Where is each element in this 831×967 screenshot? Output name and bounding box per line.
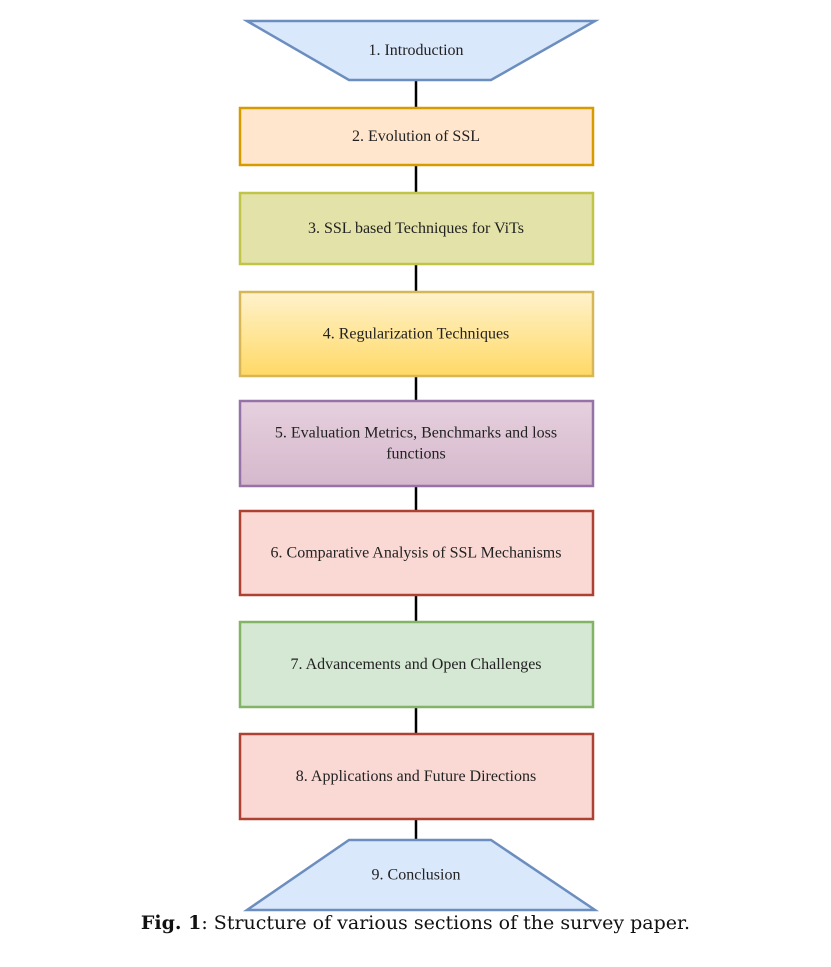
section-node-2-shape (238, 106, 595, 167)
section-node-1-shape (242, 19, 600, 82)
section-node-4-label: 4. Regularization Techniques (323, 326, 510, 343)
section-node-3-shape (238, 191, 595, 266)
section-node-9-label: 9. Conclusion (372, 867, 461, 884)
section-node-3: 3. SSL based Techniques for ViTs (238, 191, 595, 266)
section-node-5-label-line-1: 5. Evaluation Metrics, Benchmarks and lo… (275, 425, 557, 442)
section-node-2: 2. Evolution of SSL (238, 106, 595, 167)
figure-caption-text: : Structure of various sections of the s… (201, 912, 691, 934)
section-node-5-label-line-2: functions (386, 446, 446, 463)
section-node-7-shape (238, 620, 595, 709)
section-node-1-label: 1. Introduction (368, 42, 463, 59)
section-node-2-label: 2. Evolution of SSL (352, 128, 480, 145)
section-node-9: 9. Conclusion (242, 838, 600, 912)
section-node-4-shape (238, 290, 595, 378)
figure-label: Fig. 1 (140, 912, 202, 934)
section-node-6-shape (238, 509, 595, 597)
section-node-8-shape (238, 732, 595, 821)
section-node-9-shape (242, 838, 600, 912)
section-node-6: 6. Comparative Analysis of SSL Mechanism… (238, 509, 595, 597)
section-node-5-shape (238, 399, 595, 488)
section-node-3-label: 3. SSL based Techniques for ViTs (308, 220, 524, 237)
section-nodes: 1. Introduction 2. Evolution of SSL 3. SSL… (238, 19, 600, 912)
section-node-7-label: 7. Advancements and Open Challenges (290, 656, 541, 673)
section-node-8-label: 8. Applications and Future Directions (296, 768, 536, 785)
figure-caption: Fig. 1: Structure of various sections of… (0, 912, 831, 934)
section-node-6-label: 6. Comparative Analysis of SSL Mechanism… (271, 545, 562, 562)
section-node-5: 5. Evaluation Metrics, Benchmarks and lo… (238, 399, 595, 488)
section-node-1: 1. Introduction (242, 19, 600, 82)
section-node-8: 8. Applications and Future Directions (238, 732, 595, 821)
section-node-7: 7. Advancements and Open Challenges (238, 620, 595, 709)
section-node-4: 4. Regularization Techniques (238, 290, 595, 378)
